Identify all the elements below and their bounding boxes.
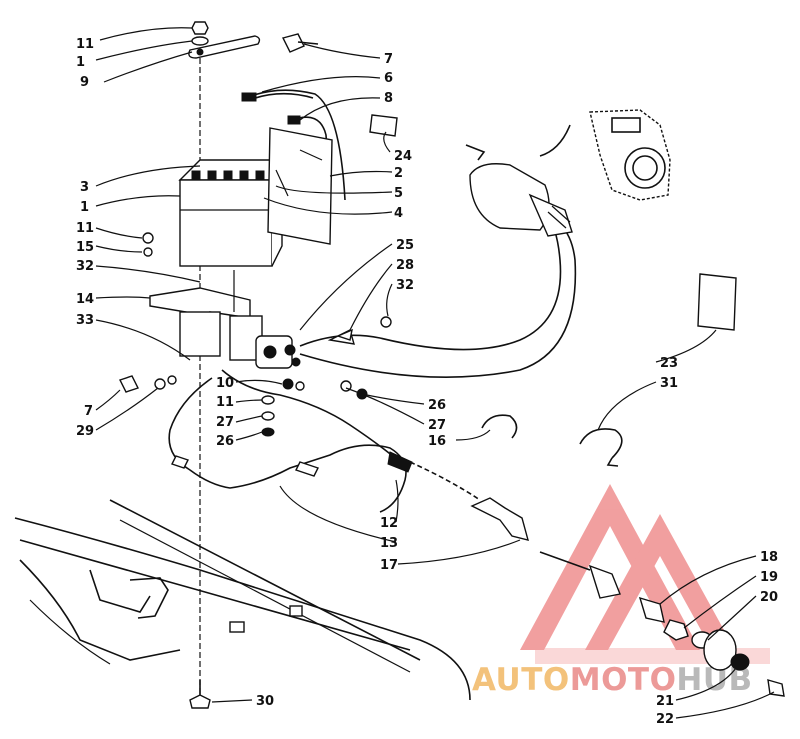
engine-case [589, 109, 671, 201]
callout-16: 16 [428, 434, 446, 449]
callout-23: 23 [660, 356, 678, 371]
callout-25: 25 [396, 238, 414, 253]
callout-1: 1 [80, 200, 89, 215]
callout-29: 29 [76, 424, 94, 439]
hold-down-nut [191, 21, 209, 35]
callout-7: 7 [84, 404, 93, 419]
callout-8: 8 [384, 91, 393, 106]
callout-21: 21 [656, 694, 674, 709]
callout-28: 28 [396, 258, 414, 273]
callout-4: 4 [394, 206, 403, 221]
battery [178, 159, 284, 267]
callout-3: 3 [80, 180, 89, 195]
callout-30: 30 [256, 694, 274, 709]
starter-motor [465, 124, 573, 237]
hose-clamp-small [481, 414, 518, 439]
callout-13: 13 [380, 536, 398, 551]
leader-lines [95, 27, 775, 719]
watermark-moto: MOTO [570, 662, 677, 698]
callout-12: 12 [380, 516, 398, 531]
callout-7: 7 [384, 52, 393, 67]
callout-33: 33 [76, 313, 94, 328]
callout-2: 2 [394, 166, 403, 181]
mounting-bolt [189, 680, 211, 709]
starter-solenoid [255, 335, 301, 369]
battery-hold-down-strap [188, 35, 261, 59]
battery-pad [267, 127, 333, 245]
callout-11: 11 [216, 395, 234, 410]
callout-15: 15 [76, 240, 94, 255]
callout-20: 20 [760, 590, 778, 605]
callout-17: 17 [380, 558, 398, 573]
callout-11: 11 [76, 221, 94, 236]
ground-wiring [168, 369, 413, 513]
callout-32: 32 [76, 259, 94, 274]
callout-27: 27 [428, 418, 446, 433]
callout-19: 19 [760, 570, 778, 585]
chassis-outline [14, 499, 471, 701]
watermark-auto: AUTO [472, 662, 570, 698]
callout-11: 11 [76, 37, 94, 52]
decal-small [369, 114, 398, 137]
callout-31: 31 [660, 376, 678, 391]
hose-clamp-large [579, 428, 623, 467]
decal-large [697, 273, 737, 331]
hold-down-washer [191, 36, 209, 46]
callout-5: 5 [394, 186, 403, 201]
callout-24: 24 [394, 149, 412, 164]
callout-9: 9 [80, 75, 89, 90]
callout-32: 32 [396, 278, 414, 293]
sensor-harness [409, 461, 591, 571]
callout-27: 27 [216, 415, 234, 430]
battery-bracket [149, 270, 263, 361]
callout-26: 26 [216, 434, 234, 449]
callout-labels: 11 1 9 7 6 8 24 3 1 2 5 4 11 15 32 25 28… [76, 37, 778, 727]
svg-text:AUTOMOTOHUB: AUTOMOTOHUB [472, 662, 753, 698]
callout-6: 6 [384, 71, 393, 86]
callout-18: 18 [760, 550, 778, 565]
sensor-assembly [588, 564, 785, 697]
callout-22: 22 [656, 712, 674, 727]
callout-1: 1 [76, 55, 85, 70]
callout-14: 14 [76, 292, 94, 307]
callout-10: 10 [216, 376, 234, 391]
callout-26: 26 [428, 398, 446, 413]
terminal-boot [281, 33, 319, 53]
